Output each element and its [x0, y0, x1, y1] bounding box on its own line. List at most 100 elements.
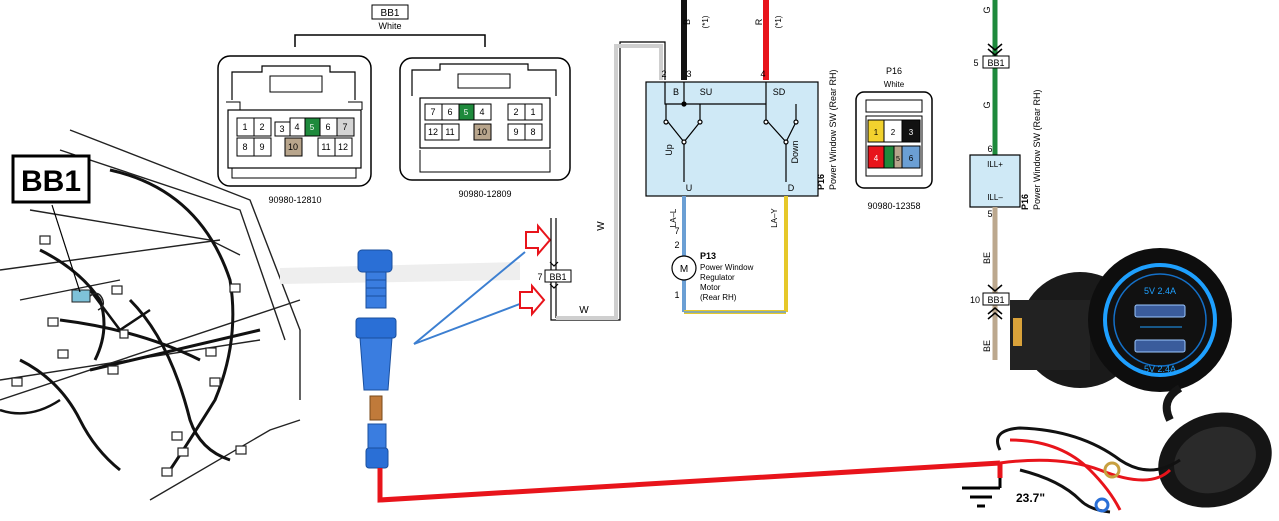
bb1-l-pin: 1: [242, 122, 247, 132]
p16-pin: 1: [874, 128, 879, 137]
w-wire-outline: [550, 41, 666, 321]
bb1-r-pin-green: 5: [464, 108, 469, 117]
r-wire-color: R: [754, 18, 764, 25]
w-wire-fill: [556, 44, 663, 320]
bb1-l-pin: 9: [259, 142, 264, 152]
switch-down-label: Down: [790, 140, 800, 163]
w-wire-label-2: W: [579, 305, 589, 316]
ill-pin-5: 5: [987, 209, 992, 219]
motor-name-line: Motor: [700, 283, 721, 292]
bb1-callout-label: BB1: [21, 165, 81, 198]
bb1-bottom-chevron-top: [987, 284, 1003, 292]
harness-clips: [11, 235, 247, 477]
bb1-l-pin: 6: [325, 122, 330, 132]
bb1-r-pin: 2: [513, 107, 518, 117]
motor-name-line: (Rear RH): [700, 293, 737, 302]
bb1-location-connector: [71, 289, 105, 311]
bb1-pin7-number: 7: [537, 272, 542, 282]
bb1-bottom-box: [982, 292, 1010, 306]
pointer-line-2: [413, 301, 526, 345]
bb1-color: White: [378, 21, 401, 31]
g-wire-label-mid: G: [982, 101, 992, 108]
illumination-box: [969, 154, 1021, 208]
bb1-pin7-box: [544, 269, 572, 283]
p16-part-number: 90980-12358: [867, 201, 920, 211]
ground-symbol-icon: [962, 476, 1002, 508]
bb1-r-pin: 9: [513, 127, 518, 137]
bb1-l-pin: 12: [338, 142, 348, 152]
p16-face: [855, 91, 933, 189]
p16-pin: 4: [874, 154, 879, 163]
p16-pin: 5: [896, 156, 900, 163]
switch-internals: [663, 82, 799, 182]
switch-body: [645, 81, 819, 197]
p16-color: White: [884, 80, 905, 89]
switch-pin-sd: SD: [773, 87, 786, 97]
ill-name: Power Window SW (Rear RH): [1032, 89, 1042, 210]
motor-pin-top: 2: [674, 240, 679, 250]
b-wire-note: (*1): [701, 15, 710, 28]
bb1-r-pin: 6: [447, 107, 452, 117]
bb1-top-box: [982, 55, 1010, 69]
bb1-bracket: [294, 34, 486, 47]
la-y-label: LA–Y: [770, 208, 779, 228]
ground-length-label: 23.7": [1016, 491, 1045, 505]
be-wire-label-2: BE: [982, 340, 992, 352]
bb1-title-box: [371, 4, 409, 20]
bb1-right-pins: 7 6 5 4 2 1 12 11 10 9 8: [424, 103, 543, 141]
usb-socket: [1010, 248, 1232, 392]
p16-pin: 6: [909, 154, 914, 163]
motor-symbol: [671, 255, 697, 281]
bb1-r-pin: 12: [428, 127, 438, 137]
bb1-right-part-number: 90980-12809: [458, 189, 511, 199]
b-wire-color: B: [682, 19, 692, 25]
motor-ref: P13: [700, 251, 716, 261]
bb1-l-pin: 11: [321, 142, 330, 152]
bb1-r-pin: 1: [530, 107, 535, 117]
switch-pin-3: 3: [686, 69, 691, 79]
bb1-top-pin: 5: [973, 58, 978, 68]
la-l-label: LA–L: [669, 208, 678, 227]
p16-pin: 3: [909, 128, 914, 137]
ill-pin-6: 6: [987, 144, 992, 154]
bb1-l-pin-green: 5: [310, 123, 315, 132]
bb1-l-pin: 2: [259, 122, 264, 132]
bb1-left-pins: 1 2 3 4 5 6 7 8 9 10 11 12: [236, 117, 355, 157]
la-l-pin: 7: [674, 226, 679, 236]
w-wire-label-1: W: [596, 221, 607, 231]
r-wire-note: (*1): [774, 15, 783, 28]
power-harness: [996, 426, 1181, 514]
switch-name: Power Window SW (Rear RH): [828, 69, 838, 190]
ill-minus: ILL–: [987, 193, 1003, 202]
motor-name-line: Power Window: [700, 263, 754, 272]
bb1-top-label: BB1: [987, 58, 1004, 68]
red-arrow-1: [525, 223, 552, 257]
motor-symbol-label: M: [680, 264, 688, 275]
switch-ref: P16: [816, 174, 826, 190]
switch-pin-u: U: [686, 183, 693, 193]
bb1-title: BB1: [381, 8, 400, 19]
usb-bottom-label: 5V 2.4A: [1144, 364, 1176, 374]
bb1-r-pin: 4: [479, 107, 484, 117]
wire-tap-connector: [355, 249, 397, 469]
switch-pin-d: D: [788, 183, 795, 193]
bb1-l-pin: 3: [279, 124, 284, 134]
bb1-r-pin: 7: [430, 107, 435, 117]
bb1-bottom-pin: 10: [970, 295, 980, 305]
bb1-top-chevron: [987, 43, 1003, 56]
switch-pin-su: SU: [700, 87, 713, 97]
bb1-bottom-chevron: [987, 307, 1003, 320]
switch-pin-2: 2: [661, 69, 666, 79]
bb1-r-pin: 11: [445, 127, 454, 137]
switch-pin-4: 4: [760, 69, 765, 79]
bb1-pin7-label: BB1: [549, 272, 566, 282]
pointer-line-1: [413, 251, 526, 345]
tap-wire-shadow: [280, 262, 520, 284]
ring-terminals: [1094, 461, 1121, 513]
bb1-bottom-label: BB1: [987, 295, 1004, 305]
switch-up-label: Up: [664, 144, 674, 156]
bb1-l-pin: 8: [242, 142, 247, 152]
p16-title: P16: [886, 66, 902, 76]
bb1-r-pin: 8: [530, 127, 535, 137]
